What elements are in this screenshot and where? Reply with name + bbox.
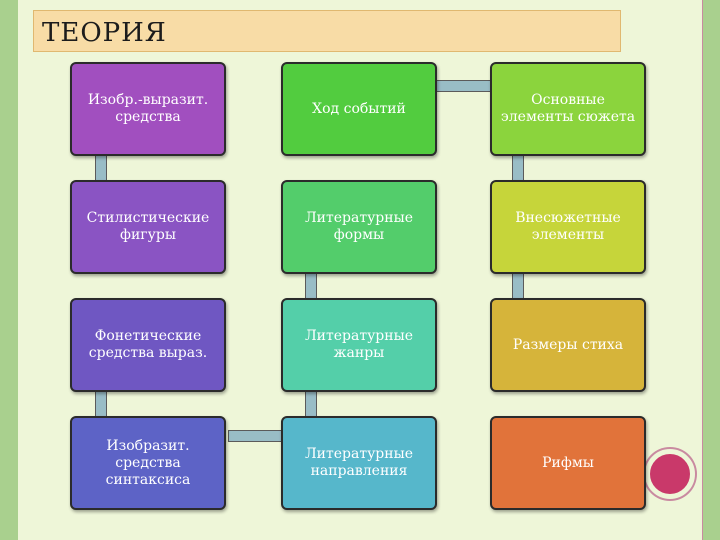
connector-r4-c1-c2 (228, 430, 283, 442)
connector-col1-r1-r2 (95, 154, 107, 182)
slide-title: ТЕОРИЯ (42, 18, 167, 48)
box-literaturnye-napravleniya: Литературные направления (281, 416, 437, 510)
box-literaturnye-formy: Литературные формы (281, 180, 437, 274)
box-stilisticheskie-figury: Стилистические фигуры (70, 180, 226, 274)
box-razmery-stikha: Размеры стиха (490, 298, 646, 392)
connector-r1-c2-c3 (436, 80, 491, 92)
box-foneticheskie-sredstva: Фонетические средства выраз. (70, 298, 226, 392)
title-bar: ТЕОРИЯ (33, 10, 621, 52)
box-vnesyuzhetnye-elementy: Внесюжетные элементы (490, 180, 646, 274)
box-literaturnye-zhanry: Литературные жанры (281, 298, 437, 392)
connector-col3-r2-r3 (512, 272, 524, 300)
connector-col2-r3-r4 (305, 390, 317, 418)
box-osnovnye-elementy-syuzheta: Основные элементы сюжета (490, 62, 646, 156)
connector-col2-r2-r3 (305, 272, 317, 300)
box-izobr-vyrazit-sredstva: Изобр.-выразит. средства (70, 62, 226, 156)
box-rifmy: Рифмы (490, 416, 646, 510)
connector-col3-r1-r2 (512, 154, 524, 182)
box-izobrazit-sredstva-sintaksisa: Изобразит. средства синтаксиса (70, 416, 226, 510)
frame-border-line (702, 0, 703, 540)
box-khod-sobytiy: Ход событий (281, 62, 437, 156)
decorative-circle (645, 449, 695, 499)
connector-col1-r3-r4 (95, 390, 107, 418)
